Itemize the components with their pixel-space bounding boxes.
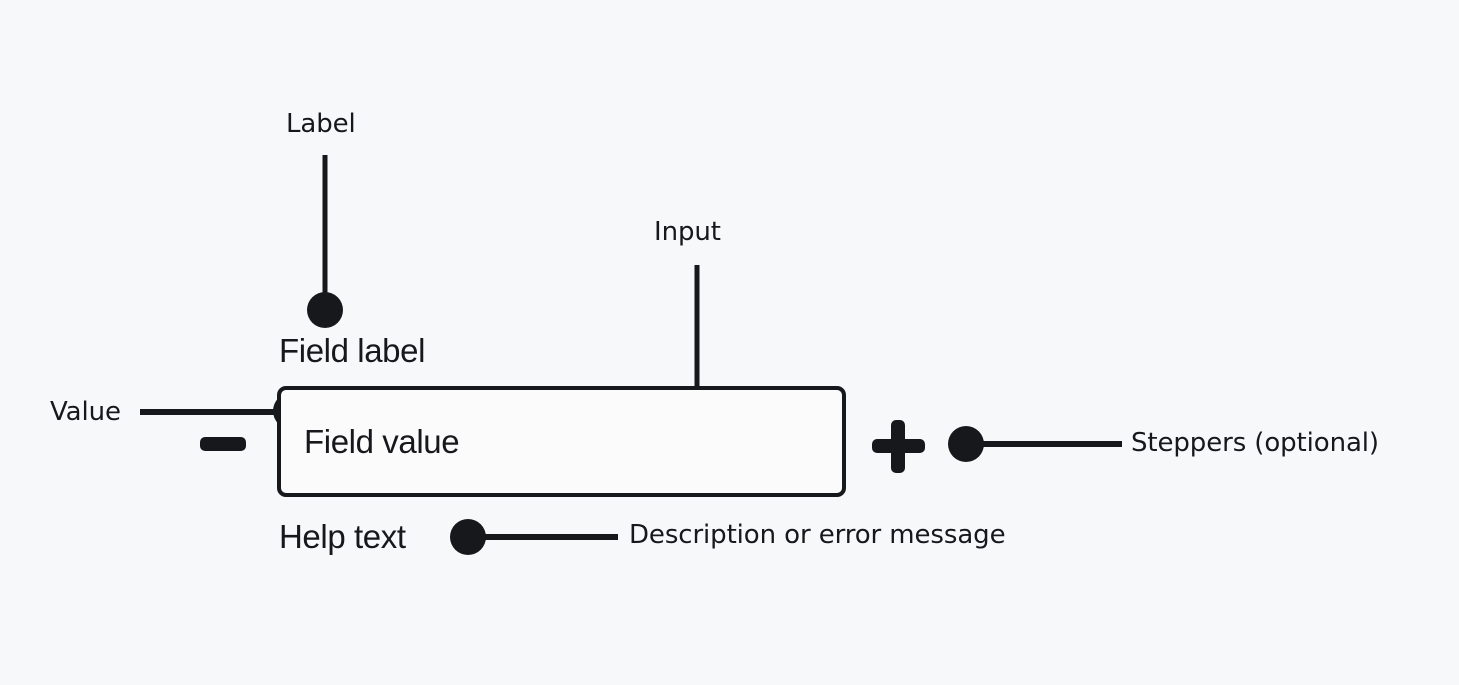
minus-icon: [200, 437, 246, 451]
callout-label: Label: [286, 109, 356, 139]
field-label: Field label: [279, 332, 426, 369]
help-leader-dot: [450, 519, 486, 555]
field-value: Field value: [304, 423, 460, 460]
callout-input: Input: [654, 217, 721, 247]
callout-steppers: Steppers (optional): [1131, 428, 1379, 458]
callout-help-description: Description or error message: [629, 520, 1006, 550]
callout-value: Value: [50, 397, 121, 427]
number-field-input-box[interactable]: [277, 386, 846, 497]
steppers-leader-dot: [948, 426, 984, 462]
label-leader-dot: [307, 292, 343, 328]
plus-icon: [872, 420, 925, 473]
help-text: Help text: [279, 518, 406, 555]
